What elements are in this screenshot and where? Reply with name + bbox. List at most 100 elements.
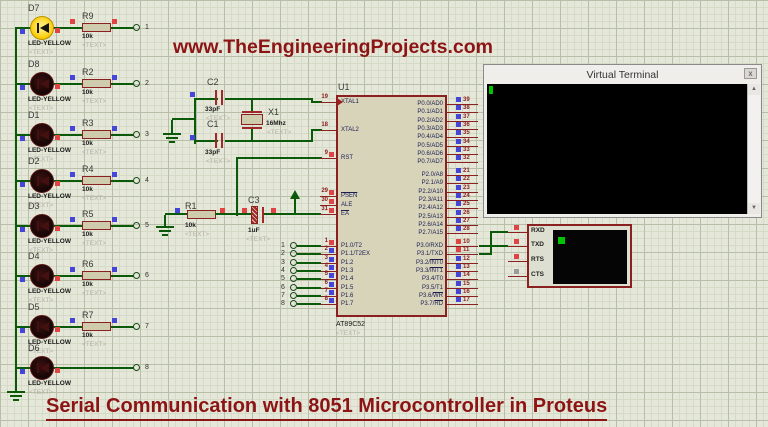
wire <box>297 270 321 272</box>
resistor-r4[interactable] <box>82 176 111 185</box>
terminal-node[interactable] <box>290 284 297 291</box>
pin-stub <box>320 271 336 272</box>
terminal-node[interactable] <box>290 250 297 257</box>
window-title[interactable]: Virtual Terminal <box>586 69 659 81</box>
capacitor-c2[interactable] <box>221 90 223 105</box>
ground-symbol <box>166 137 178 139</box>
close-icon[interactable]: x <box>744 68 757 79</box>
resistor-r5[interactable] <box>82 221 111 230</box>
terminal-node[interactable] <box>290 275 297 282</box>
capacitor-c1[interactable] <box>221 133 223 148</box>
pin-number: 3 <box>324 255 328 261</box>
terminal-node[interactable] <box>290 292 297 299</box>
wire <box>196 98 218 100</box>
pin-name: XTAL1 <box>341 99 359 105</box>
terminal-node[interactable] <box>290 300 297 307</box>
instrument-pin-label: RTS <box>531 256 544 263</box>
resistor-r1[interactable] <box>187 210 216 219</box>
capacitor-ref: C3 <box>248 195 260 205</box>
terminal-number: 2 <box>145 80 149 87</box>
terminal-node[interactable] <box>133 177 140 184</box>
wire <box>196 140 218 142</box>
terminal-node[interactable] <box>290 267 297 274</box>
state-indicator <box>20 369 25 374</box>
state-indicator <box>70 126 75 131</box>
wire <box>225 98 313 100</box>
resistor-ref: R1 <box>185 201 197 211</box>
pin-number: 15 <box>463 281 470 287</box>
state-indicator <box>70 217 75 222</box>
led-d3[interactable] <box>30 214 54 238</box>
ground-symbol <box>159 230 171 232</box>
led-d5[interactable] <box>30 315 54 339</box>
led-part: LED-YELLOW <box>28 288 71 295</box>
state-indicator <box>112 75 117 80</box>
state-indicator <box>112 217 117 222</box>
text-placeholder: <TEXT> <box>82 290 107 297</box>
terminal-node[interactable] <box>290 242 297 249</box>
virtual-terminal-window: Virtual Terminal x ▲ ▼ <box>483 64 762 218</box>
state-indicator <box>20 328 25 333</box>
state-indicator <box>456 281 461 286</box>
mcu-at89c52[interactable] <box>336 95 447 317</box>
terminal-node[interactable] <box>133 222 140 229</box>
terminal-node[interactable] <box>133 323 140 330</box>
pin-name: P3.2/INT0 <box>415 260 443 266</box>
pin-stub <box>447 271 478 272</box>
scroll-up-icon[interactable]: ▲ <box>748 84 760 95</box>
led-d8[interactable] <box>30 72 54 96</box>
pin-stub <box>320 130 336 131</box>
capacitor-c3[interactable] <box>251 206 258 224</box>
terminal-node[interactable] <box>133 24 140 31</box>
resistor-r7[interactable] <box>82 322 111 331</box>
terminal-node[interactable] <box>290 259 297 266</box>
terminal-node[interactable] <box>133 80 140 87</box>
terminal-number: 1 <box>281 242 285 249</box>
pin-stub <box>447 146 478 147</box>
text-placeholder: <TEXT> <box>29 156 54 163</box>
scrollbar[interactable]: ▲ ▼ <box>747 84 760 214</box>
diode-bar-icon <box>37 23 39 33</box>
wire <box>194 98 196 144</box>
wire <box>16 326 134 328</box>
led-d6[interactable] <box>30 356 54 380</box>
state-indicator <box>329 282 334 287</box>
terminal-number: 7 <box>281 292 285 299</box>
pin-stub <box>447 121 478 122</box>
wire <box>251 99 253 112</box>
pin-stub <box>447 175 478 176</box>
state-indicator <box>456 247 461 252</box>
resistor-r9[interactable] <box>82 23 111 32</box>
text-placeholder: <TEXT> <box>82 42 107 49</box>
wire <box>479 245 508 247</box>
resistor-r6[interactable] <box>82 271 111 280</box>
resistor-r2[interactable] <box>82 79 111 88</box>
terminal-node[interactable] <box>133 272 140 279</box>
led-d7[interactable] <box>30 16 54 40</box>
pin-stub <box>320 288 336 289</box>
led-d1[interactable] <box>30 123 54 147</box>
pin-name: P2.2/A10 <box>418 189 443 195</box>
diode-bar-icon <box>37 271 39 281</box>
led-d2[interactable] <box>30 169 54 193</box>
crystal-x1[interactable] <box>241 114 263 125</box>
state-indicator <box>329 248 334 253</box>
capacitor-c3-plate <box>262 207 264 223</box>
led-d4[interactable] <box>30 264 54 288</box>
scroll-down-icon[interactable]: ▼ <box>748 203 760 214</box>
resistor-r3[interactable] <box>82 130 111 139</box>
pin-stub <box>447 217 478 218</box>
pin-stub <box>447 129 478 130</box>
state-indicator <box>55 327 60 332</box>
state-indicator <box>55 368 60 373</box>
pin-name: P3.7/RD <box>420 301 443 307</box>
capacitor-c2[interactable] <box>215 90 217 105</box>
terminal-node[interactable] <box>133 131 140 138</box>
capacitor-c1[interactable] <box>215 133 217 148</box>
ground-symbol <box>156 226 174 228</box>
state-indicator <box>456 201 461 206</box>
pin-number: 25 <box>463 201 470 207</box>
terminal-screen[interactable] <box>487 84 747 214</box>
terminal-node[interactable] <box>133 364 140 371</box>
pin-name: P1.2 <box>341 260 354 266</box>
